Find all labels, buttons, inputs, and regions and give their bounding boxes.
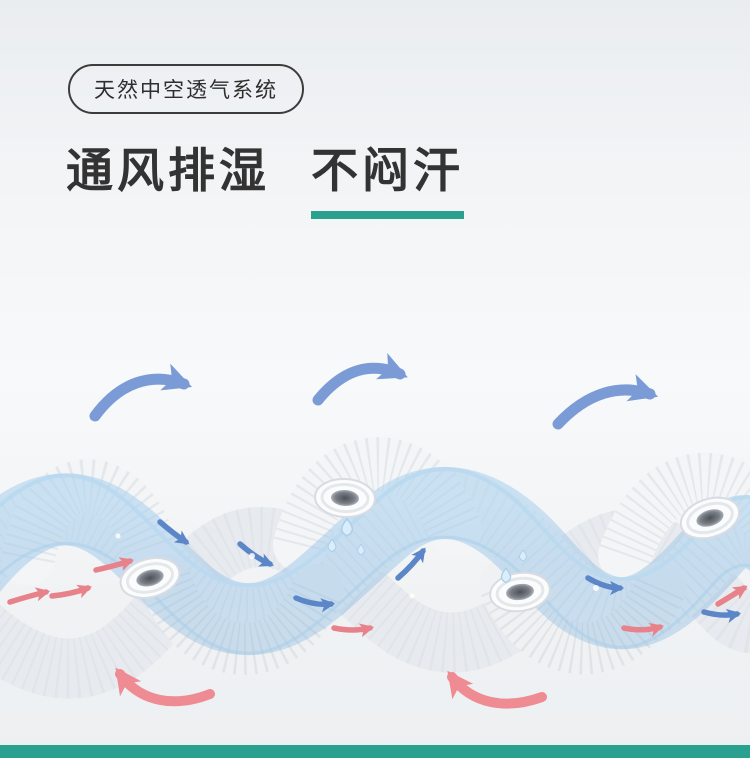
moisture-droplet-icon [340, 517, 354, 537]
small-airflow-arrows-blue [157, 519, 742, 623]
airflow-out-arrow-icon [312, 352, 408, 406]
airflow-out-arrows [89, 352, 659, 430]
page-title: 通风排湿 不闷汗 [66, 132, 465, 219]
feature-badge-label: 天然中空透气系统 [94, 79, 278, 102]
feature-badge: 天然中空透气系统 [68, 64, 304, 114]
airflow-out-arrow-icon [89, 363, 193, 422]
airflow-return-arrows [115, 667, 547, 709]
airflow-return-arrow-icon [115, 667, 215, 707]
moisture-droplet-icon [327, 538, 337, 553]
airflow-out-arrow-icon [552, 374, 659, 430]
heading-part-1: 通风排湿 [66, 144, 270, 197]
small-airflow-arrows-red [7, 557, 748, 638]
bottom-accent-strip [0, 745, 750, 758]
hollow-fiber-opening-icon [679, 496, 741, 540]
moisture-droplet-icon [500, 567, 512, 584]
heading-part-2: 不闷汗 [311, 132, 465, 219]
moisture-droplet-icon [357, 543, 365, 556]
moisture-droplet-icon [518, 549, 528, 562]
sparkle-dots [115, 533, 599, 599]
moisture-droplets [327, 517, 528, 584]
breathability-illustration [0, 350, 750, 750]
hollow-fiber-opening-icon [119, 557, 181, 599]
hollow-fiber-opening-icon [314, 477, 376, 519]
airflow-wave [0, 467, 750, 656]
fiber-airflow-graphic [0, 352, 750, 709]
airflow-return-arrow-icon [447, 670, 547, 709]
